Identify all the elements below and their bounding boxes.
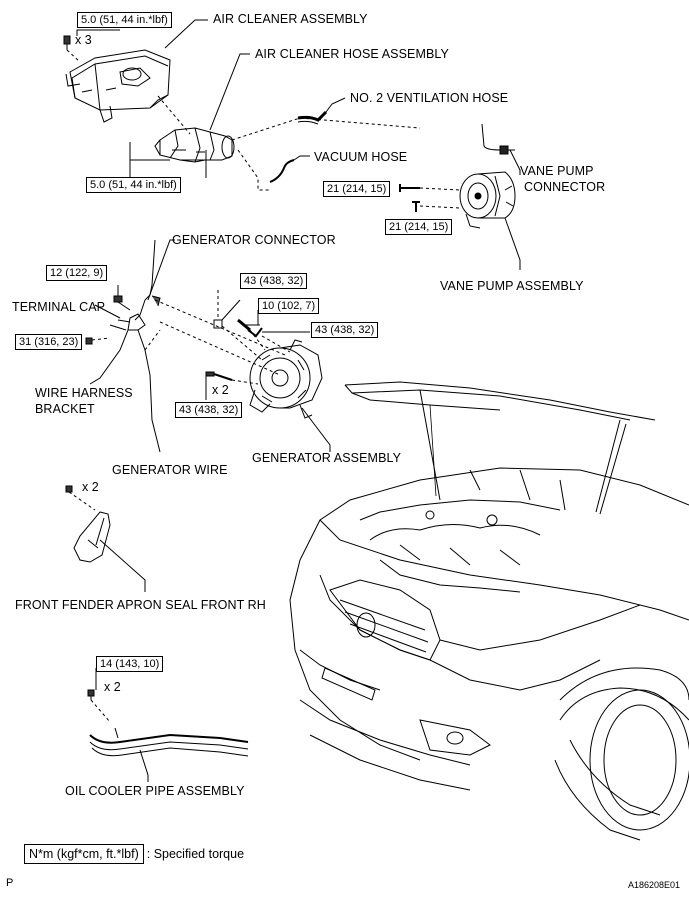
torque-air-cleaner-bolt: 5.0 (51, 44 in.*lbf) [77,12,172,28]
label-air-cleaner-hose-assembly: AIR CLEANER HOSE ASSEMBLY [255,47,449,61]
label-oil-cooler-pipe: OIL COOLER PIPE ASSEMBLY [65,784,245,798]
figure-code: A186208E01 [628,880,681,890]
torque-oil-cooler-bolt: 14 (143, 10) [96,656,164,672]
torque-wire-bracket-bolt: 31 (316, 23) [15,334,83,350]
air-cleaner-hose-drawing [154,127,235,163]
torque-generator-bolt-lower: 43 (438, 32) [175,402,243,418]
label-wire-harness-bracket-line1: WIRE HARNESS [35,386,133,400]
torque-vane-pump-upper: 21 (214, 15) [323,181,391,197]
label-vane-pump-connector-line2: CONNECTOR [524,180,606,194]
generator-drawing [249,339,323,419]
label-terminal-cap: TERMINAL CAP [12,300,106,314]
torque-generator-nut-upper: 43 (438, 32) [240,273,308,289]
air-cleaner-drawing [65,49,171,123]
label-vane-pump-assembly: VANE PUMP ASSEMBLY [440,279,584,293]
label-generator-connector: GENERATOR CONNECTOR [172,233,336,247]
torque-generator-terminal-nut: 10 (102, 7) [258,298,320,314]
legend-unit-box: N*m (kgf*cm, ft.*lbf) [24,844,144,864]
count-generator-bolts: x 2 [212,383,229,397]
label-vane-pump-connector-line1: VANE PUMP [520,164,594,178]
label-wire-harness-bracket-line2: BRACKET [35,402,95,416]
count-fender-clips: x 2 [82,480,99,494]
corner-mark-left: P [6,877,14,889]
torque-generator-bolt-right: 43 (438, 32) [311,322,379,338]
label-air-cleaner-assembly: AIR CLEANER ASSEMBLY [213,12,368,26]
label-generator-wire: GENERATOR WIRE [112,463,228,477]
torque-generator-connector-nut: 12 (122, 9) [46,265,108,281]
torque-legend: N*m (kgf*cm, ft.*lbf): Specified torque [24,844,245,864]
torque-hose-clamp: 5.0 (51, 44 in.*lbf) [86,177,181,193]
label-ventilation-hose: NO. 2 VENTILATION HOSE [350,91,509,105]
label-vacuum-hose: VACUUM HOSE [314,150,408,164]
count-oil-cooler-bolts: x 2 [104,680,121,694]
legend-text: : Specified torque [146,847,245,861]
vane-pump-drawing [459,123,516,229]
torque-vane-pump-lower: 21 (214, 15) [385,219,453,235]
label-fender-apron-seal: FRONT FENDER APRON SEAL FRONT RH [15,598,266,612]
count-air-cleaner-bolts: x 3 [75,33,92,47]
label-generator-assembly: GENERATOR ASSEMBLY [252,451,402,465]
vehicle-drawing [289,381,689,841]
